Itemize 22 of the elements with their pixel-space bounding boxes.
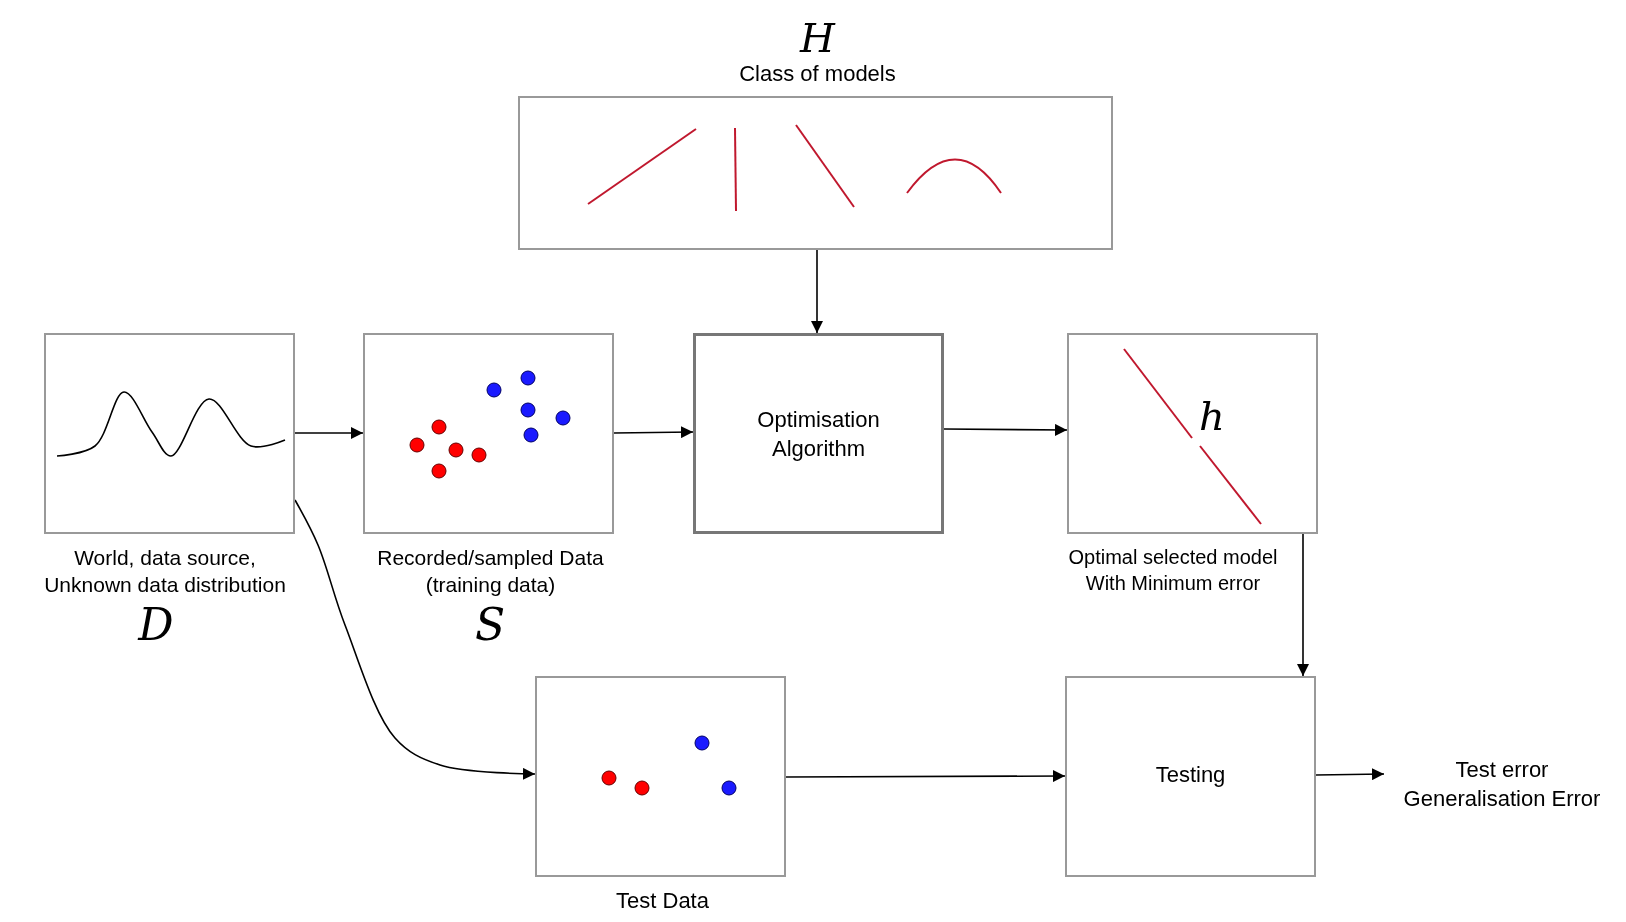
arrow [811, 249, 823, 334]
arrow [294, 499, 536, 780]
arrow [613, 426, 694, 439]
arrow [294, 427, 364, 439]
arrow [785, 770, 1066, 783]
sample-symbol: S [473, 598, 507, 652]
hypothesis-symbol: H [798, 14, 837, 63]
box-caption: Recorded/sampled Data (training data) [376, 545, 605, 599]
model-symbol: h [1198, 392, 1226, 441]
box-label: Optimisation Algorithm [756, 406, 881, 463]
process-box [693, 333, 944, 534]
process-box [1065, 676, 1316, 877]
box-caption: Class of models [738, 60, 897, 88]
arrow [1315, 768, 1385, 781]
arrow [943, 423, 1068, 436]
box-caption: Optimal selected model With Minimum error [1067, 545, 1279, 596]
arrow [1297, 533, 1309, 677]
box-caption: Test Data [615, 887, 710, 915]
output-label: Test error Generalisation Error [1402, 756, 1602, 813]
distribution-symbol: D [136, 598, 175, 652]
box-caption: World, data source, Unknown data distribution [43, 545, 287, 599]
box-label: Testing [1154, 761, 1227, 789]
